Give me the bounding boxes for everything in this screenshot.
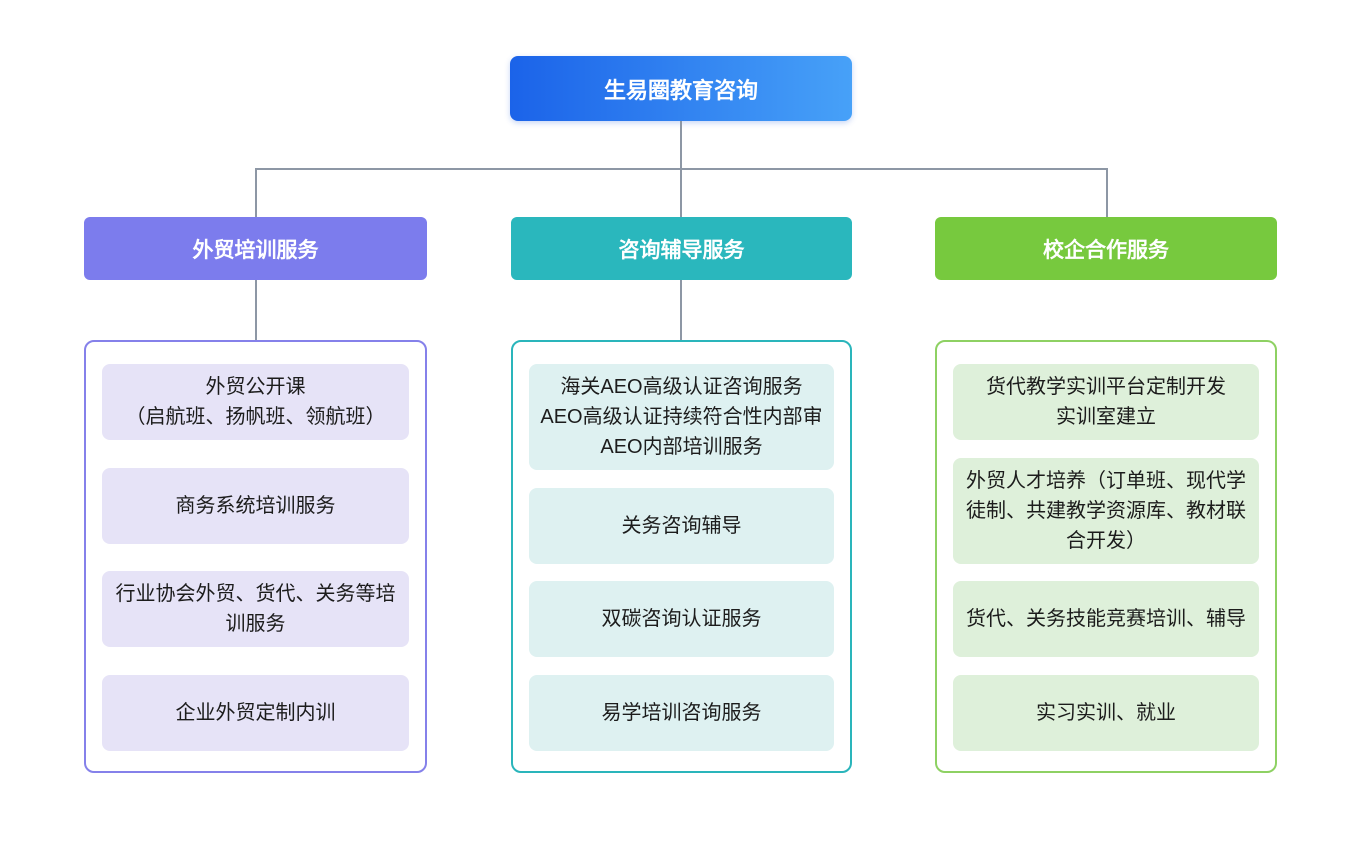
connector-branch1-box	[255, 280, 257, 340]
service-item: 双碳咨询认证服务	[529, 581, 834, 658]
connector-root-down	[680, 121, 682, 168]
branch-title: 外贸培训服务	[192, 238, 319, 262]
service-item: 行业协会外贸、货代、关务等培训服务	[102, 571, 409, 648]
service-item: 企业外贸定制内训	[102, 674, 409, 751]
service-item: 外贸公开课 （启航班、扬帆班、领航班）	[102, 364, 409, 440]
branch-title: 咨询辅导服务	[618, 238, 745, 262]
service-item: 实习实训、就业	[953, 674, 1259, 751]
connector-branch2-top	[680, 168, 682, 217]
service-item: 商务系统培训服务	[102, 467, 409, 544]
service-item: 货代教学实训平台定制开发 实训室建立	[953, 364, 1259, 440]
branch-box-school-enterprise: 货代教学实训平台定制开发 实训室建立 外贸人才培养（订单班、现代学徒制、共建教学…	[935, 340, 1277, 773]
branch-header-school-enterprise: 校企合作服务	[935, 217, 1277, 280]
root-node-label: 生易圈教育咨询	[603, 77, 758, 103]
service-item: 关务咨询辅导	[529, 487, 834, 564]
branch-header-foreign-trade-training: 外贸培训服务	[84, 217, 427, 280]
branch-box-foreign-trade-training: 外贸公开课 （启航班、扬帆班、领航班） 商务系统培训服务 行业协会外贸、货代、关…	[84, 340, 427, 773]
connector-branch3-top	[1106, 168, 1108, 217]
root-node: 生易圈教育咨询	[510, 56, 852, 121]
connector-branch2-box	[680, 280, 682, 340]
connector-branch1-top	[255, 168, 257, 217]
service-item: 易学培训咨询服务	[529, 674, 834, 751]
service-item: 货代、关务技能竞赛培训、辅导	[953, 581, 1259, 658]
service-item: 外贸人才培养（订单班、现代学徒制、共建教学资源库、教材联合开发）	[953, 457, 1259, 564]
branch-header-consulting-coaching: 咨询辅导服务	[511, 217, 852, 280]
service-item: 海关AEO高级认证咨询服务 AEO高级认证持续符合性内部审 AEO内部培训服务	[529, 364, 834, 470]
branch-title: 校企合作服务	[1043, 238, 1169, 262]
branch-box-consulting-coaching: 海关AEO高级认证咨询服务 AEO高级认证持续符合性内部审 AEO内部培训服务 …	[511, 340, 852, 773]
